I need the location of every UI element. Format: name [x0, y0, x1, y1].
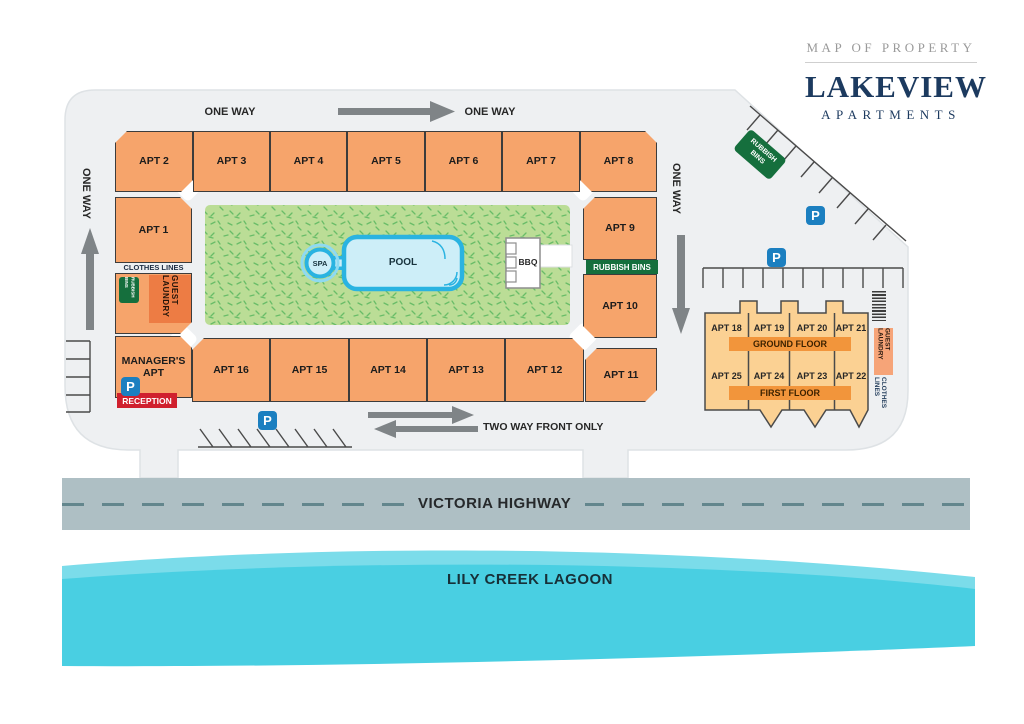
- one-way-label-top-right: ONE WAY: [464, 106, 516, 118]
- one-way-label-right: ONE WAY: [670, 163, 682, 214]
- apartment-11: APT 11: [585, 348, 657, 402]
- apartment-7: APT 7: [502, 131, 580, 192]
- apartment-10: APT 10: [583, 274, 657, 338]
- parking-bays-diagonal: [746, 105, 907, 242]
- annex-apt-19: APT 19: [753, 323, 785, 333]
- apartment-2: APT 2: [115, 131, 193, 192]
- ground-floor-banner: GROUND FLOOR: [729, 337, 851, 351]
- one-way-arrow-top: [338, 101, 455, 122]
- reception-sign: RECEPTION: [117, 393, 177, 408]
- apartment-5: APT 5: [347, 131, 425, 192]
- clothes-lines-label-annex: CLOTHES LINES: [873, 377, 887, 409]
- bbq-label: BBQ: [518, 257, 538, 267]
- first-floor-banner: FIRST FLOOR: [729, 386, 851, 400]
- lagoon-light-band: [62, 550, 975, 590]
- rubbish-bins-sign-center: RUBBISH BINS: [586, 260, 658, 274]
- annex-apt-21: APT 21: [835, 323, 867, 333]
- two-way-front-only-label: TWO WAY FRONT ONLY: [483, 421, 604, 433]
- parking-icon: P: [258, 411, 277, 430]
- apartment-12: APT 12: [505, 338, 584, 402]
- brand-name: LAKEVIEW: [805, 69, 987, 104]
- map-of-property-title: MAP OF PROPERTY: [806, 40, 976, 55]
- apartment-15: APT 15: [270, 338, 349, 402]
- apartment-13: APT 13: [427, 338, 505, 402]
- annex-apt-24: APT 24: [753, 371, 785, 381]
- apartment-16: APT 16: [192, 338, 270, 402]
- apartment-1: APT 1: [115, 197, 192, 263]
- guest-laundry-box-left: GUEST LAUNDRY: [149, 274, 191, 323]
- brand-subtitle: APARTMENTS: [821, 107, 961, 122]
- apartment-3: APT 3: [193, 131, 270, 192]
- parking-bays-left: [66, 340, 91, 413]
- two-way-arrows: [368, 406, 478, 438]
- parking-icon: P: [121, 377, 140, 396]
- annex-apt-22: APT 22: [835, 371, 867, 381]
- clothes-lines-label: CLOTHES LINES: [123, 263, 184, 272]
- victoria-highway-label: VICTORIA HIGHWAY: [404, 495, 586, 512]
- rubbish-bins-sign-left: RUBBISH BINS: [119, 277, 139, 303]
- annex-building-shape: [704, 300, 869, 429]
- pool-label: POOL: [388, 257, 418, 268]
- one-way-arrow-right: [672, 235, 690, 334]
- one-way-label-left: ONE WAY: [80, 168, 92, 219]
- bbq-path: [537, 244, 573, 268]
- spa-label: SPA: [312, 259, 328, 268]
- parking-icon: P: [806, 206, 825, 225]
- apartment-8: APT 8: [580, 131, 657, 192]
- one-way-label-top-left: ONE WAY: [204, 106, 256, 118]
- spa-shape: [300, 243, 340, 283]
- annex-apt-23: APT 23: [796, 371, 828, 381]
- clothes-lines-hatch: [872, 291, 886, 321]
- apartment-14: APT 14: [349, 338, 427, 402]
- brand-block: MAP OF PROPERTY LAKEVIEW APARTMENTS: [805, 40, 987, 123]
- annex-apt-25: APT 25: [711, 371, 742, 381]
- lagoon-water: [62, 564, 975, 667]
- apartment-9: APT 9: [583, 197, 657, 260]
- title-divider: [805, 62, 977, 63]
- pool-shape: [341, 234, 465, 292]
- apartment-6: APT 6: [425, 131, 502, 192]
- annex-apt-18: APT 18: [711, 323, 742, 333]
- apartment-4: APT 4: [270, 131, 347, 192]
- lily-creek-lagoon-label: LILY CREEK LAGOON: [446, 571, 614, 588]
- annex-apt-20: APT 20: [796, 323, 828, 333]
- parking-icon: P: [767, 248, 786, 267]
- parking-bays-annex: [702, 267, 904, 288]
- parking-bays-bottom: [198, 428, 352, 448]
- one-way-arrow-left: [81, 228, 99, 330]
- guest-laundry-box-annex: GUEST LAUNDRY: [874, 328, 893, 375]
